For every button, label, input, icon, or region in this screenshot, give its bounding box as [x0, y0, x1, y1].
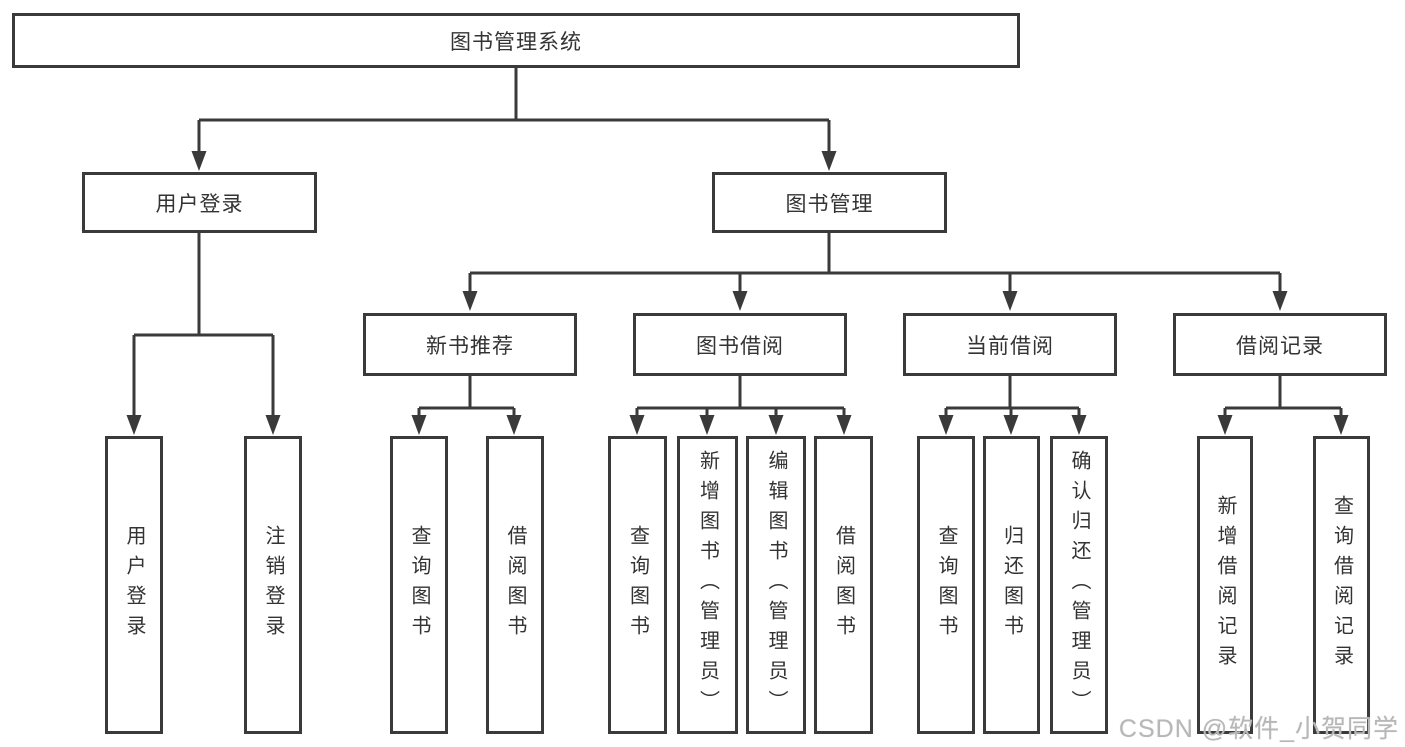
arrowhead-icon	[836, 415, 852, 435]
leaf-add-borrow-record-label: 新增借阅记录	[1214, 495, 1236, 675]
connector-currentborrow-to-leaves	[944, 376, 1081, 417]
node-user-login-label: 用户登录	[155, 192, 244, 216]
leaf-query-borrow-record: 查询借阅记录	[1313, 436, 1370, 734]
arrowhead-icon	[732, 291, 748, 311]
leaf-query-book-current: 查询图书	[917, 436, 975, 734]
arrowhead-icon	[411, 415, 427, 435]
node-new-book-recommend: 新书推荐	[363, 313, 577, 376]
arrowhead-icon	[126, 415, 142, 435]
arrowhead-icon	[821, 151, 837, 171]
arrowhead-icon	[629, 415, 645, 435]
leaf-confirm-return-admin: 确认归还（管理员）	[1050, 436, 1108, 734]
node-borrow-record-label: 借阅记录	[1236, 334, 1324, 358]
arrowhead-icon	[191, 151, 207, 171]
leaf-edit-book-admin-label: 编辑图书（管理员）	[765, 450, 787, 720]
leaf-logout-label: 注销登录	[262, 525, 284, 645]
node-current-borrow-label: 当前借阅	[966, 334, 1054, 358]
leaf-query-book-recommend-label: 查询图书	[408, 525, 430, 645]
node-book-management: 图书管理	[712, 172, 947, 233]
leaf-add-borrow-record: 新增借阅记录	[1197, 436, 1253, 734]
arrowhead-icon	[1272, 291, 1288, 311]
connector-borrowrecord-to-leaves	[1223, 376, 1343, 417]
leaf-return-book-label: 归还图书	[1000, 525, 1023, 645]
leaf-add-book-admin-label: 新增图书（管理员）	[696, 450, 719, 720]
leaf-confirm-return-admin-label: 确认归还（管理员）	[1068, 450, 1090, 720]
node-book-management-label: 图书管理	[785, 192, 874, 216]
arrowhead-icon	[699, 415, 715, 435]
arrowhead-icon	[506, 415, 522, 435]
arrowhead-icon	[265, 415, 281, 435]
leaf-query-book-borrow-label: 查询图书	[626, 525, 649, 645]
leaf-user-login-label: 用户登录	[123, 525, 145, 645]
leaf-edit-book-admin: 编辑图书（管理员）	[746, 436, 806, 734]
leaf-query-book-current-label: 查询图书	[935, 525, 957, 645]
node-book-borrow: 图书借阅	[633, 313, 847, 376]
arrowhead-icon	[1071, 415, 1087, 435]
leaf-borrow-book-recommend: 借阅图书	[486, 436, 544, 734]
arrowhead-icon	[1217, 415, 1233, 435]
node-new-book-recommend-label: 新书推荐	[426, 334, 514, 358]
connector-newbookrec-to-leaves	[417, 376, 516, 417]
arrowhead-icon	[1003, 415, 1019, 435]
leaf-borrow-book-recommend-label: 借阅图书	[504, 525, 526, 645]
leaf-logout: 注销登录	[244, 436, 302, 734]
leaf-borrow-book-label: 借阅图书	[832, 525, 855, 645]
leaf-borrow-book: 借阅图书	[814, 436, 873, 734]
node-root-label: 图书管理系统	[450, 30, 582, 54]
node-user-login: 用户登录	[82, 172, 317, 233]
arrowhead-icon	[1002, 291, 1018, 311]
connector-root-to-level2	[197, 68, 831, 153]
node-root: 图书管理系统	[12, 13, 1020, 68]
connector-userlogin-to-leaves	[132, 233, 275, 417]
connector-bookborrow-to-leaves	[635, 376, 846, 417]
leaf-return-book: 归还图书	[983, 436, 1040, 734]
node-book-borrow-label: 图书借阅	[696, 334, 784, 358]
connector-bookmgmt-to-level3	[468, 233, 1282, 293]
leaf-query-book-borrow: 查询图书	[608, 436, 667, 734]
node-borrow-record: 借阅记录	[1173, 313, 1387, 376]
leaf-user-login: 用户登录	[105, 436, 163, 734]
arrowhead-icon	[1333, 415, 1349, 435]
arrowhead-icon	[938, 415, 954, 435]
leaf-query-book-recommend: 查询图书	[390, 436, 448, 734]
leaf-add-book-admin: 新增图书（管理员）	[677, 436, 738, 734]
leaf-query-borrow-record-label: 查询借阅记录	[1330, 495, 1353, 675]
arrowhead-icon	[462, 291, 478, 311]
arrowhead-icon	[768, 415, 784, 435]
node-current-borrow: 当前借阅	[903, 313, 1117, 376]
